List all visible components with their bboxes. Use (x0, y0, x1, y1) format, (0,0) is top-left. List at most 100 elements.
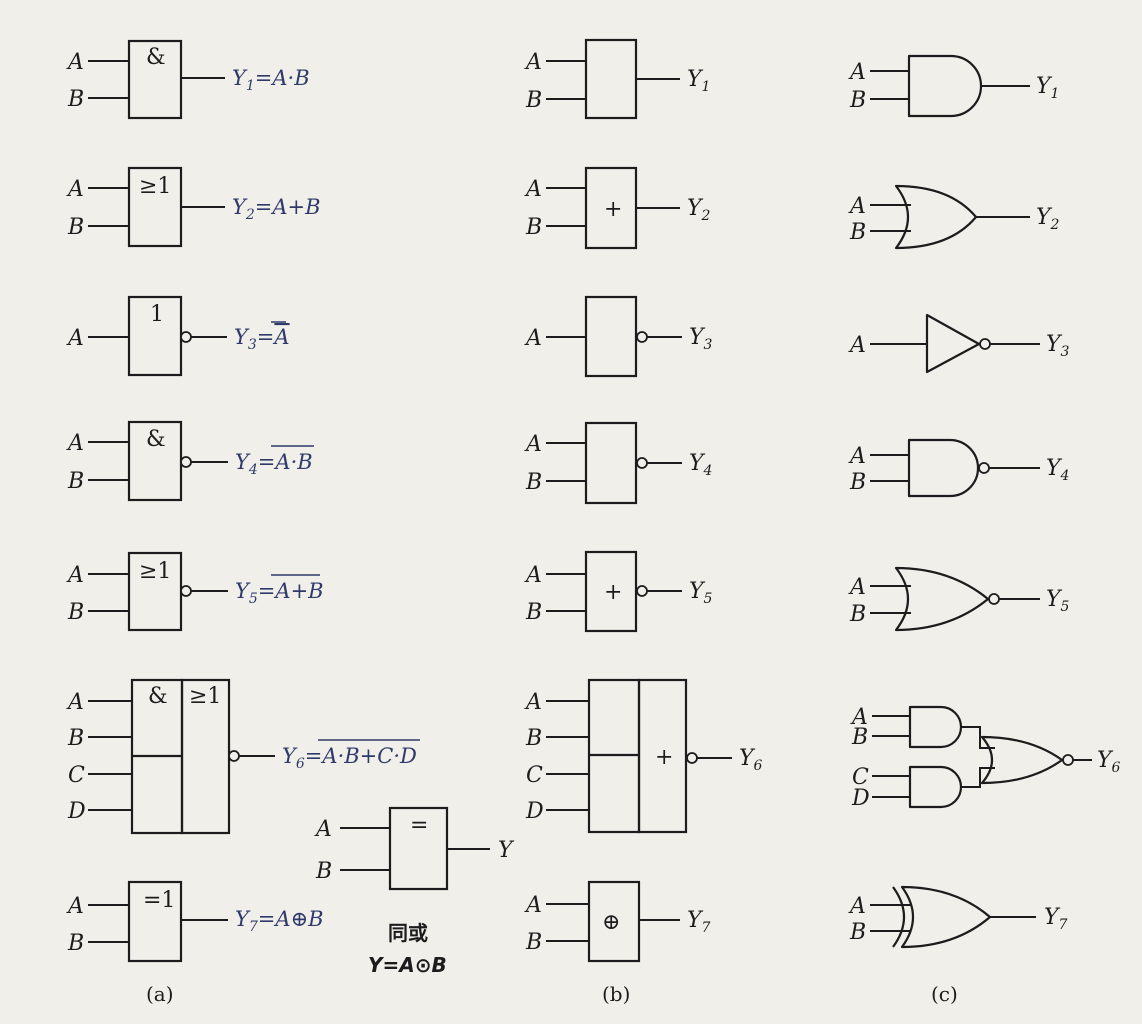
col-c-not-gate: A Y3 (848, 313, 1070, 374)
col-c-and-or-invert-gate: A B C D Y6 (850, 705, 1121, 811)
input-label-c: C (526, 763, 543, 788)
and-symbol: & (146, 427, 166, 452)
output-y7: Y7 (1044, 905, 1068, 933)
input-label-a: A (66, 50, 84, 75)
caption-b: (b) (602, 982, 630, 1006)
input-label-a: A (848, 575, 866, 600)
input-label-b: B (525, 215, 542, 240)
input-label-a: A (848, 333, 866, 358)
col-b-nand-gate: A B Y4 (524, 421, 712, 505)
plus-symbol: + (655, 745, 673, 770)
col-a-and-or-invert-gate: A B C D & ≥1 Y6=A·B+C·D (66, 678, 420, 835)
output-y1: Y1 (1036, 74, 1059, 102)
equation-y2: Y2=A+B (232, 195, 321, 223)
input-label-d: D (67, 799, 86, 824)
input-label-a: A (524, 177, 542, 202)
inversion-bubble (180, 585, 192, 597)
col-b-xor-gate: A B ⊕ Y7 (524, 880, 711, 963)
col-a-not-gate: A 1 Y3=A (66, 295, 290, 377)
col-a-and-gate: A B & Y1=A·B (66, 39, 310, 120)
input-label-a: A (524, 690, 542, 715)
col-b-not-gate: A Y3 (524, 295, 713, 378)
col-c-nand-gate: A B Y4 (848, 438, 1069, 498)
inversion-bubble (636, 585, 648, 597)
xnor-symbol: = (410, 813, 428, 838)
output-y4: Y4 (1046, 456, 1069, 484)
inversion-bubble (636, 331, 648, 343)
col-a-or-gate: A B ≥1 Y2=A+B (66, 166, 321, 248)
inversion-bubble (228, 750, 240, 762)
output-y5: Y5 (689, 579, 713, 607)
equation-y7: Y7=A⊕B (235, 907, 324, 935)
input-label-b: B (851, 725, 868, 750)
and-symbol: & (148, 684, 168, 709)
col-b-and-gate: A B Y1 (524, 38, 710, 120)
inversion-bubble (978, 462, 990, 474)
caption-a: (a) (146, 982, 174, 1006)
input-label-d: D (525, 799, 544, 824)
input-label-a: A (66, 177, 84, 202)
or-symbol: ≥1 (139, 174, 171, 199)
col-c-and-gate: A B Y1 (848, 54, 1059, 118)
output-y6: Y6 (739, 746, 763, 774)
inversion-bubble (180, 456, 192, 468)
input-label-a: A (848, 894, 866, 919)
inversion-bubble (180, 331, 192, 343)
xnor-inset: A B = Y 同或 Y=A⊙B (314, 806, 515, 977)
input-label-b: B (315, 859, 332, 884)
input-label-a: A (66, 894, 84, 919)
input-label-a: A (848, 60, 866, 85)
input-label-b: B (67, 726, 84, 751)
xor-symbol: =1 (143, 888, 175, 913)
input-label-b: B (849, 470, 866, 495)
output-y3: Y3 (689, 325, 713, 353)
not-symbol: 1 (150, 302, 164, 327)
input-label-b: B (849, 602, 866, 627)
col-b-or-gate: A B + Y2 (524, 166, 711, 250)
output-label-y: Y (498, 838, 515, 863)
input-label-b: B (525, 600, 542, 625)
col-c-nor-gate: A B Y5 (848, 566, 1070, 632)
input-label-a: A (850, 705, 868, 730)
input-label-a: A (314, 817, 332, 842)
col-a-xor-gate: A B =1 Y7=A⊕B (66, 880, 324, 963)
input-label-a: A (66, 690, 84, 715)
output-y3: Y3 (1046, 332, 1070, 360)
input-label-b: B (67, 931, 84, 956)
plus-symbol: + (604, 197, 622, 222)
input-label-a: A (524, 563, 542, 588)
inversion-bubble (1062, 754, 1074, 766)
output-y6: Y6 (1097, 748, 1121, 776)
input-label-a: A (66, 326, 84, 351)
input-label-a: A (66, 431, 84, 456)
and-symbol: & (146, 45, 166, 70)
caption-c: (c) (931, 982, 958, 1006)
input-label-b: B (849, 920, 866, 945)
equation-y1: Y1=A·B (232, 66, 310, 94)
xnor-caption-name: 同或 (388, 921, 428, 945)
output-y4: Y4 (689, 451, 712, 479)
input-label-b: B (525, 930, 542, 955)
or-symbol: ≥1 (139, 559, 171, 584)
output-y7: Y7 (687, 908, 711, 936)
or-symbol: ≥1 (189, 684, 221, 709)
inversion-bubble (686, 752, 698, 764)
output-y5: Y5 (1046, 587, 1070, 615)
equation-y5: Y5=A+B (235, 579, 324, 607)
equation-y4: Y4=A·B (235, 450, 313, 478)
col-b-nor-gate: A B + Y5 (524, 550, 713, 633)
input-label-b: B (849, 88, 866, 113)
input-label-b: B (525, 726, 542, 751)
xnor-caption-formula: Y=A⊙B (368, 953, 447, 977)
input-label-a: A (524, 326, 542, 351)
input-label-b: B (849, 220, 866, 245)
output-y2: Y2 (687, 196, 711, 224)
col-b-and-or-invert-gate: A B C D + Y6 (524, 678, 763, 834)
input-label-d: D (851, 786, 870, 811)
input-label-a: A (524, 50, 542, 75)
input-label-a: A (848, 444, 866, 469)
input-label-b: B (525, 470, 542, 495)
plus-symbol: + (604, 580, 622, 605)
inversion-bubble (988, 593, 1000, 605)
